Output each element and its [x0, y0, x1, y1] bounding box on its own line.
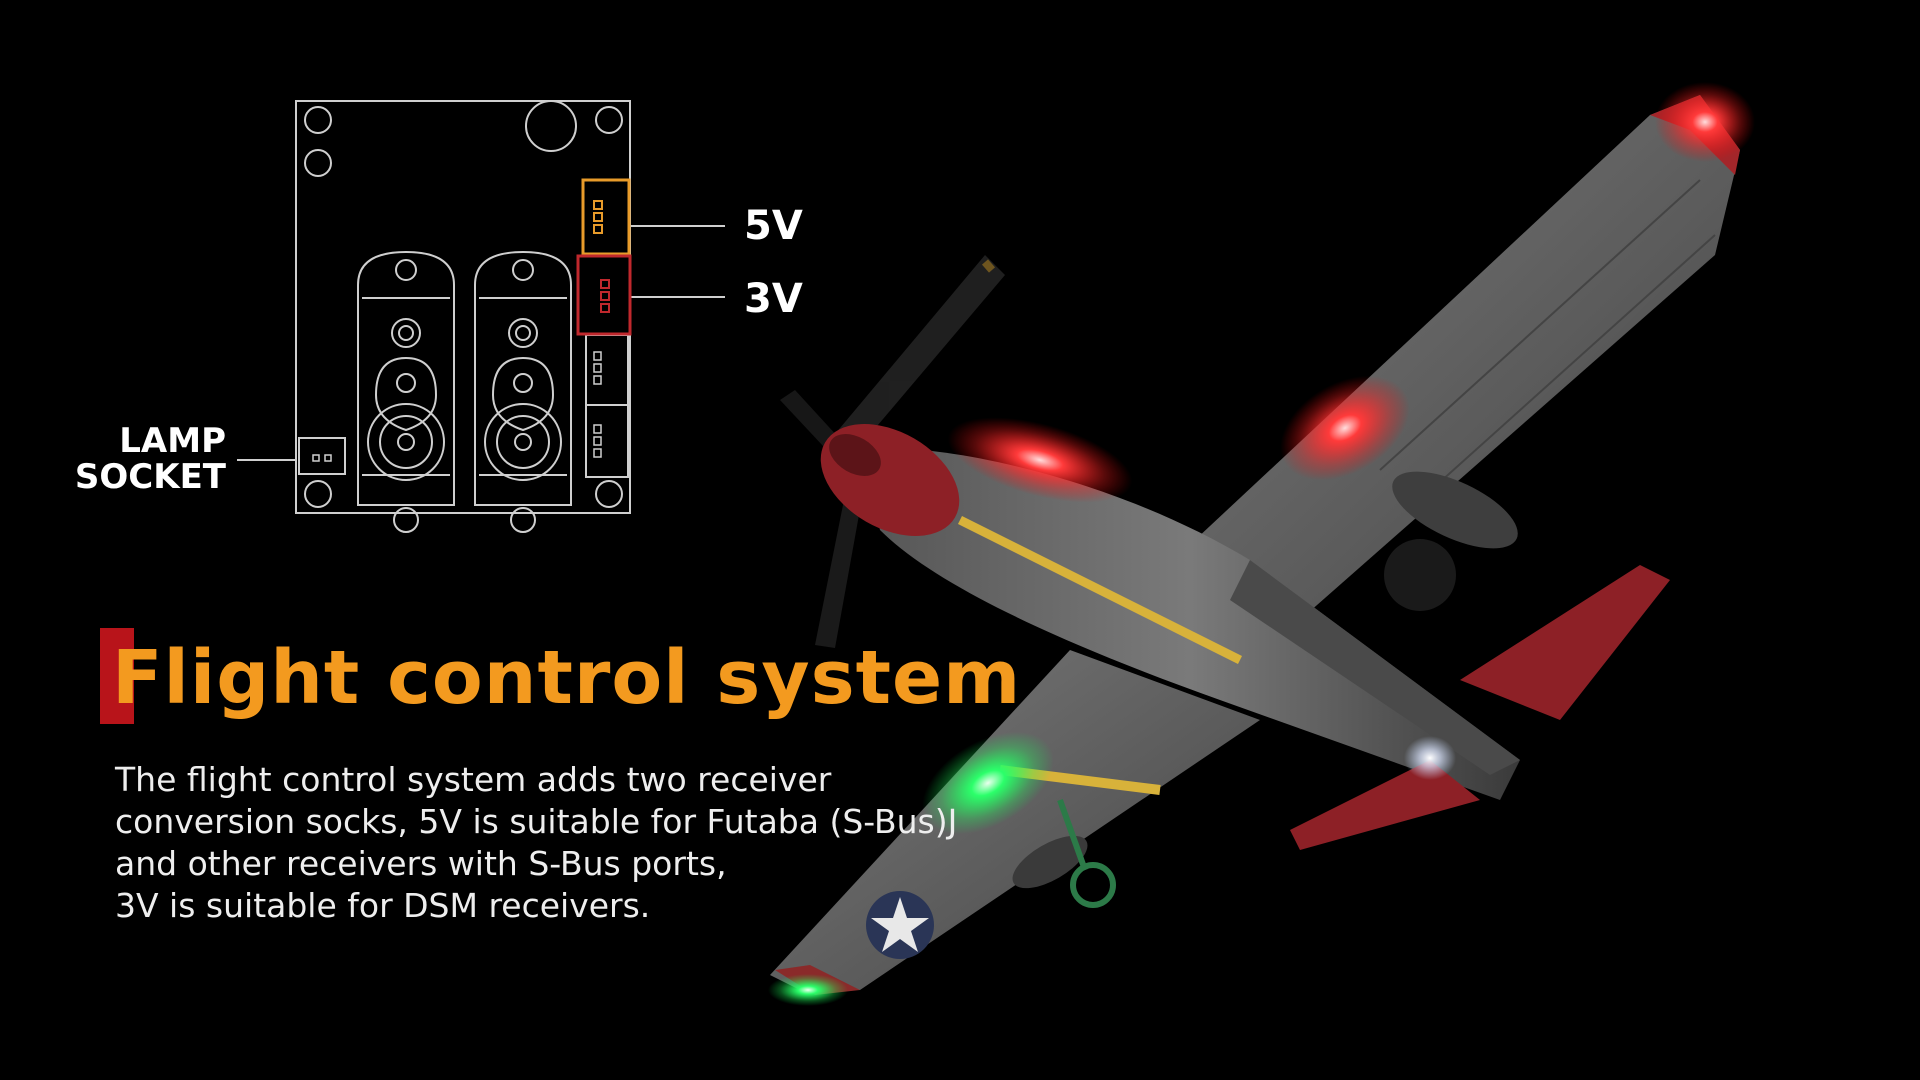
description-line: 3V is suitable for DSM receivers.: [115, 886, 651, 925]
lamp-label-line: LAMP: [119, 421, 226, 461]
mounting-hole: [595, 106, 623, 134]
mounting-hole: [304, 106, 332, 134]
servo-graphic: [357, 250, 455, 533]
3v-socket-graphic: [576, 254, 632, 336]
5v-socket-graphic: [581, 178, 631, 256]
3v-label: 3V: [744, 276, 803, 322]
mounting-hole: [525, 100, 577, 152]
socket-label-line: SOCKET: [74, 457, 226, 497]
lamp-socket-graphic: [298, 437, 346, 475]
board-outline: [295, 100, 631, 514]
description-text: The flight control system adds two recei…: [115, 759, 975, 927]
mounting-hole: [595, 480, 623, 508]
header-socket: [585, 334, 629, 406]
page-title: Flight control system: [112, 635, 1022, 721]
description-line: The flight control system adds two recei…: [115, 760, 832, 799]
header-socket: [585, 404, 629, 478]
description-line: conversion socks, 5V is suitable for Fut…: [115, 802, 958, 841]
mounting-hole: [304, 480, 332, 508]
servo-graphic: [474, 250, 572, 533]
lamp-socket-label: LAMP SOCKET: [70, 423, 226, 495]
title-accent-bar: [100, 628, 134, 724]
mounting-hole: [304, 149, 332, 177]
5v-label: 5V: [744, 203, 803, 249]
description-line: and other receivers with S-Bus ports,: [115, 844, 727, 883]
